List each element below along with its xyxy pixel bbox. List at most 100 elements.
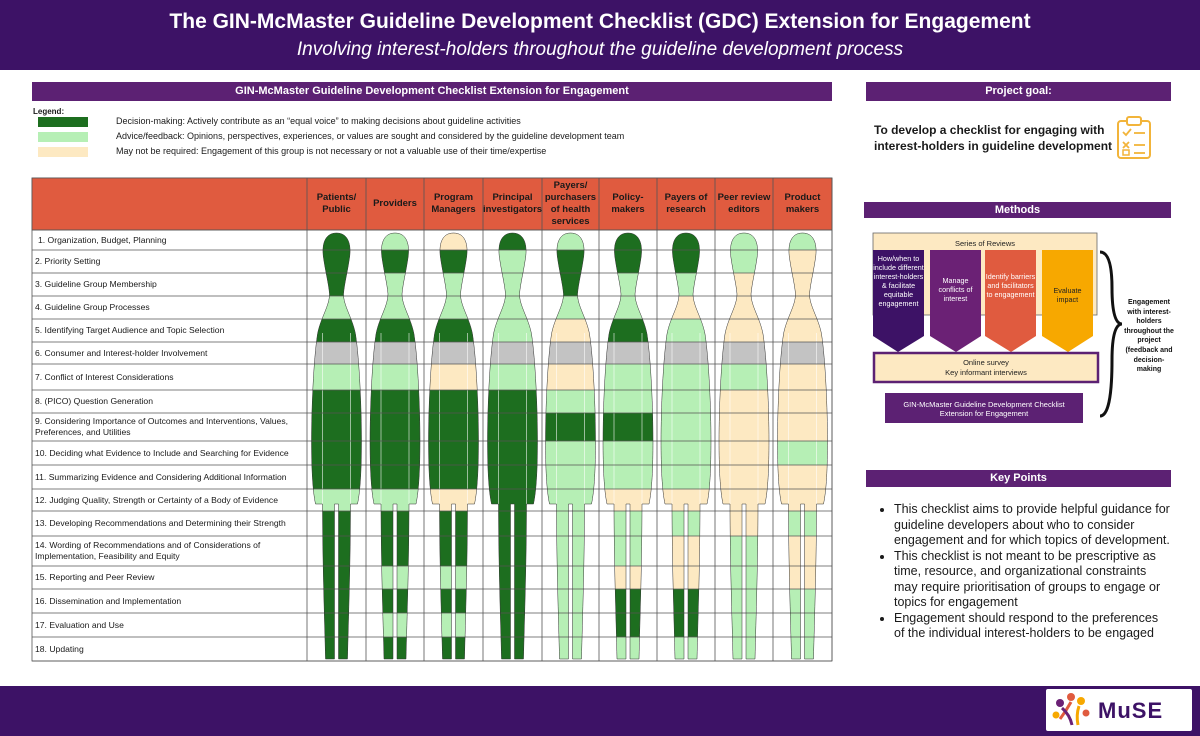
figure-outline xyxy=(311,232,362,660)
muse-logo: MuSE xyxy=(1046,689,1192,731)
matrix-cell xyxy=(428,465,479,489)
matrix-cell xyxy=(428,364,479,390)
matrix-cell xyxy=(603,364,653,390)
key-points-heading: Key Points xyxy=(990,472,1047,484)
row-label: 17. Evaluation and Use xyxy=(35,619,124,630)
matrix-cell xyxy=(370,465,420,489)
matrix-cell xyxy=(661,465,711,489)
checklist-title: GIN-McMaster Guideline Development Check… xyxy=(235,85,629,97)
row-label: 16. Dissemination and Implementation xyxy=(35,595,182,606)
matrix-cell xyxy=(719,441,769,465)
figure-outline xyxy=(369,232,421,660)
matrix-cell xyxy=(487,364,538,390)
row-label: 11. Summarizing Evidence and Considering… xyxy=(35,471,287,482)
matrix-cell xyxy=(487,441,538,465)
column-header: Patients/ Public xyxy=(316,192,357,215)
matrix-cell xyxy=(428,342,479,364)
matrix-cell xyxy=(777,390,828,413)
matrix-cell xyxy=(603,489,653,511)
column-header: Peer review editors xyxy=(717,192,771,215)
methods-side-note: Engagement with interest-holders through… xyxy=(1124,299,1174,374)
matrix-cell xyxy=(487,489,538,511)
matrix-cell xyxy=(487,413,538,441)
clipboard-checklist-icon xyxy=(1117,116,1151,159)
project-goal-bar: Project goal: xyxy=(866,82,1171,101)
matrix-cell xyxy=(719,342,769,364)
matrix-cell xyxy=(545,364,596,390)
key-point-item: Engagement should respond to the prefere… xyxy=(894,611,1170,642)
row-label: 2. Priority Setting xyxy=(35,256,101,266)
header-banner: The GIN-McMaster Guideline Development C… xyxy=(0,0,1200,70)
matrix-cell xyxy=(370,342,420,364)
project-goal-text: To develop a checklist for engaging with… xyxy=(874,123,1113,153)
matrix-cell xyxy=(603,319,653,342)
matrix-cell xyxy=(661,364,711,390)
matrix-cell xyxy=(603,441,653,465)
matrix-cell xyxy=(777,441,828,465)
matrix-cell xyxy=(370,390,420,413)
matrix-cell xyxy=(719,413,769,441)
matrix-cell xyxy=(428,489,479,511)
matrix-cell xyxy=(777,319,828,342)
methods-bar: Methods xyxy=(864,202,1171,218)
row-label: 10. Deciding what Evidence to Include an… xyxy=(35,447,289,458)
column-header: Principal investigators xyxy=(482,192,543,215)
matrix-cell xyxy=(487,342,538,364)
row-label: 14. Wording of Recommendations and of Co… xyxy=(35,540,261,561)
column-header: Payers of research xyxy=(664,192,708,215)
matrix-cell xyxy=(719,364,769,390)
matrix-cell xyxy=(311,364,362,390)
key-points-bar: Key Points xyxy=(866,470,1171,487)
row-label: 15. Reporting and Peer Review xyxy=(35,572,155,582)
legend-swatch-advice xyxy=(38,132,88,142)
matrix-cell xyxy=(661,390,711,413)
figure-outline xyxy=(777,232,828,660)
methods-diagram xyxy=(872,232,1123,423)
matrix-cell xyxy=(661,342,711,364)
matrix-cell xyxy=(311,390,362,413)
project-goal-heading: Project goal: xyxy=(985,85,1052,97)
matrix-cell xyxy=(777,364,828,390)
column-header: Policy-makers xyxy=(611,192,645,215)
row-label: 9. Considering Importance of Outcomes an… xyxy=(35,416,289,437)
methods-step-4: Evaluate impact xyxy=(1053,286,1082,304)
matrix-cell xyxy=(719,390,769,413)
matrix-cell xyxy=(370,489,420,511)
column-header: Payers/ purchasers of health services xyxy=(544,180,597,227)
matrix-cell xyxy=(370,441,420,465)
matrix-cell xyxy=(545,465,596,489)
row-label: 12. Judging Quality, Strength or Certain… xyxy=(35,494,278,505)
matrix-cell xyxy=(661,319,711,342)
matrix-cell xyxy=(428,319,479,342)
matrix-cell xyxy=(487,465,538,489)
figure-outline xyxy=(602,232,654,660)
matrix-cell xyxy=(777,465,828,489)
figure-outline xyxy=(428,232,479,660)
checklist-title-bar: GIN-McMaster Guideline Development Check… xyxy=(32,82,832,101)
column-header: Product makers xyxy=(784,192,821,215)
matrix-cell xyxy=(603,413,653,441)
key-points-list: This checklist aims to provide helpful g… xyxy=(880,502,1170,642)
matrix-cell xyxy=(545,441,596,465)
methods-heading: Methods xyxy=(994,204,1041,216)
legend-text-advice: Advice/feedback: Opinions, perspectives,… xyxy=(116,131,625,141)
methods-output: GIN-McMaster Guideline Development Check… xyxy=(903,400,1065,418)
methods-step-3: Identify barriers and facilitators to en… xyxy=(985,272,1036,299)
row-label: 6. Consumer and Interest-holder Involvem… xyxy=(35,347,208,358)
methods-step-2: Manage conflicts of interest xyxy=(938,276,973,303)
matrix-cell xyxy=(311,413,362,441)
key-point-item: This checklist aims to provide helpful g… xyxy=(894,502,1170,549)
matrix-cell xyxy=(603,342,653,364)
matrix-cell xyxy=(719,489,769,511)
row-label: 7. Conflict of Interest Considerations xyxy=(35,371,174,382)
matrix-cell xyxy=(603,390,653,413)
matrix-cell xyxy=(487,319,538,342)
people-circle-icon xyxy=(1052,693,1090,726)
matrix-cell xyxy=(311,441,362,465)
logo-text: MuSE xyxy=(1098,698,1164,723)
row-label: 3. Guideline Group Membership xyxy=(35,279,157,289)
matrix-cell xyxy=(428,390,479,413)
matrix-cell xyxy=(311,342,362,364)
matrix-cell xyxy=(428,441,479,465)
